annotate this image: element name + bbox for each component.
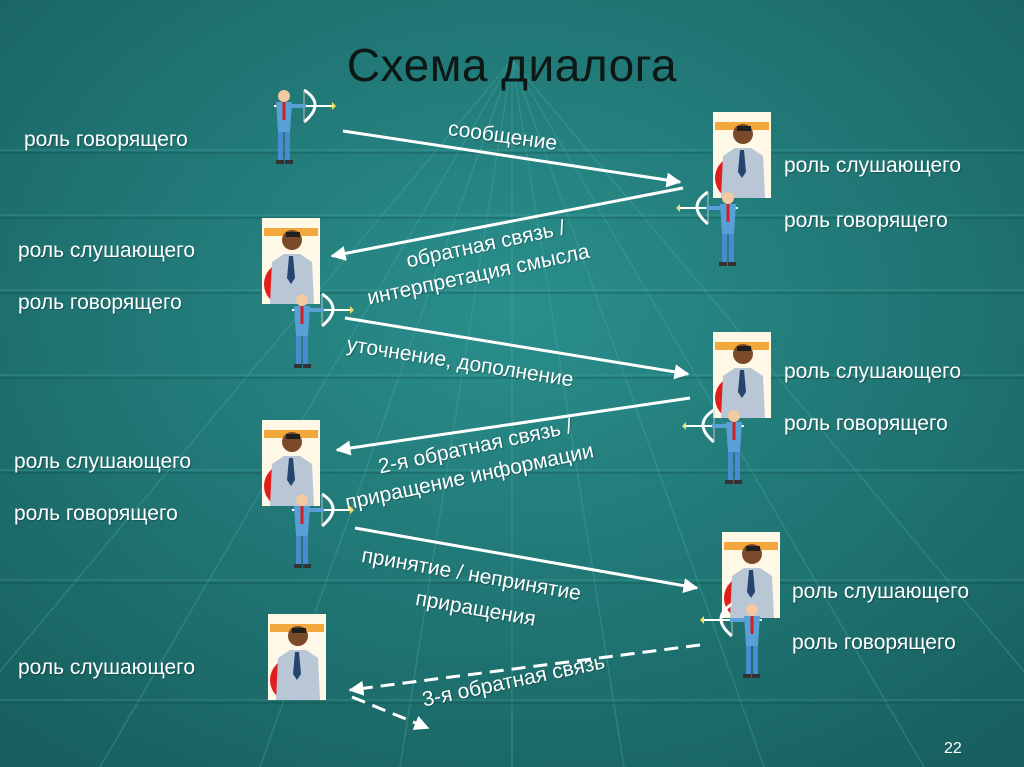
archer-figure-icon bbox=[284, 290, 354, 370]
archer-figure-icon bbox=[682, 406, 752, 488]
role-speaker-4: роль говорящего bbox=[784, 412, 948, 436]
role-speaker-3: роль говорящего bbox=[18, 291, 182, 315]
role-listener-2: роль слушающего bbox=[784, 154, 961, 178]
listening-man-icon bbox=[268, 614, 326, 700]
page-number: 22 bbox=[944, 740, 962, 758]
slide-title: Схема диалога bbox=[0, 38, 1024, 92]
role-speaker-6: роль говорящего bbox=[792, 631, 956, 655]
role-listener-6: роль слушающего bbox=[792, 580, 969, 604]
role-speaker-2: роль говорящего bbox=[784, 209, 948, 233]
archer-figure-icon bbox=[676, 188, 746, 270]
role-listener-5: роль слушающего bbox=[14, 450, 191, 474]
archer-figure-icon bbox=[700, 600, 770, 682]
archer-figure-icon bbox=[266, 86, 336, 166]
role-speaker-5: роль говорящего bbox=[14, 502, 178, 526]
role-listener-4: роль слушающего bbox=[784, 360, 961, 384]
role-speaker-1: роль говорящего bbox=[24, 128, 188, 152]
archer-figure-icon bbox=[284, 490, 354, 570]
listening-man-icon bbox=[713, 112, 771, 198]
role-listener-3: роль слушающего bbox=[18, 239, 195, 263]
role-listener-7: роль слушающего bbox=[18, 656, 195, 680]
